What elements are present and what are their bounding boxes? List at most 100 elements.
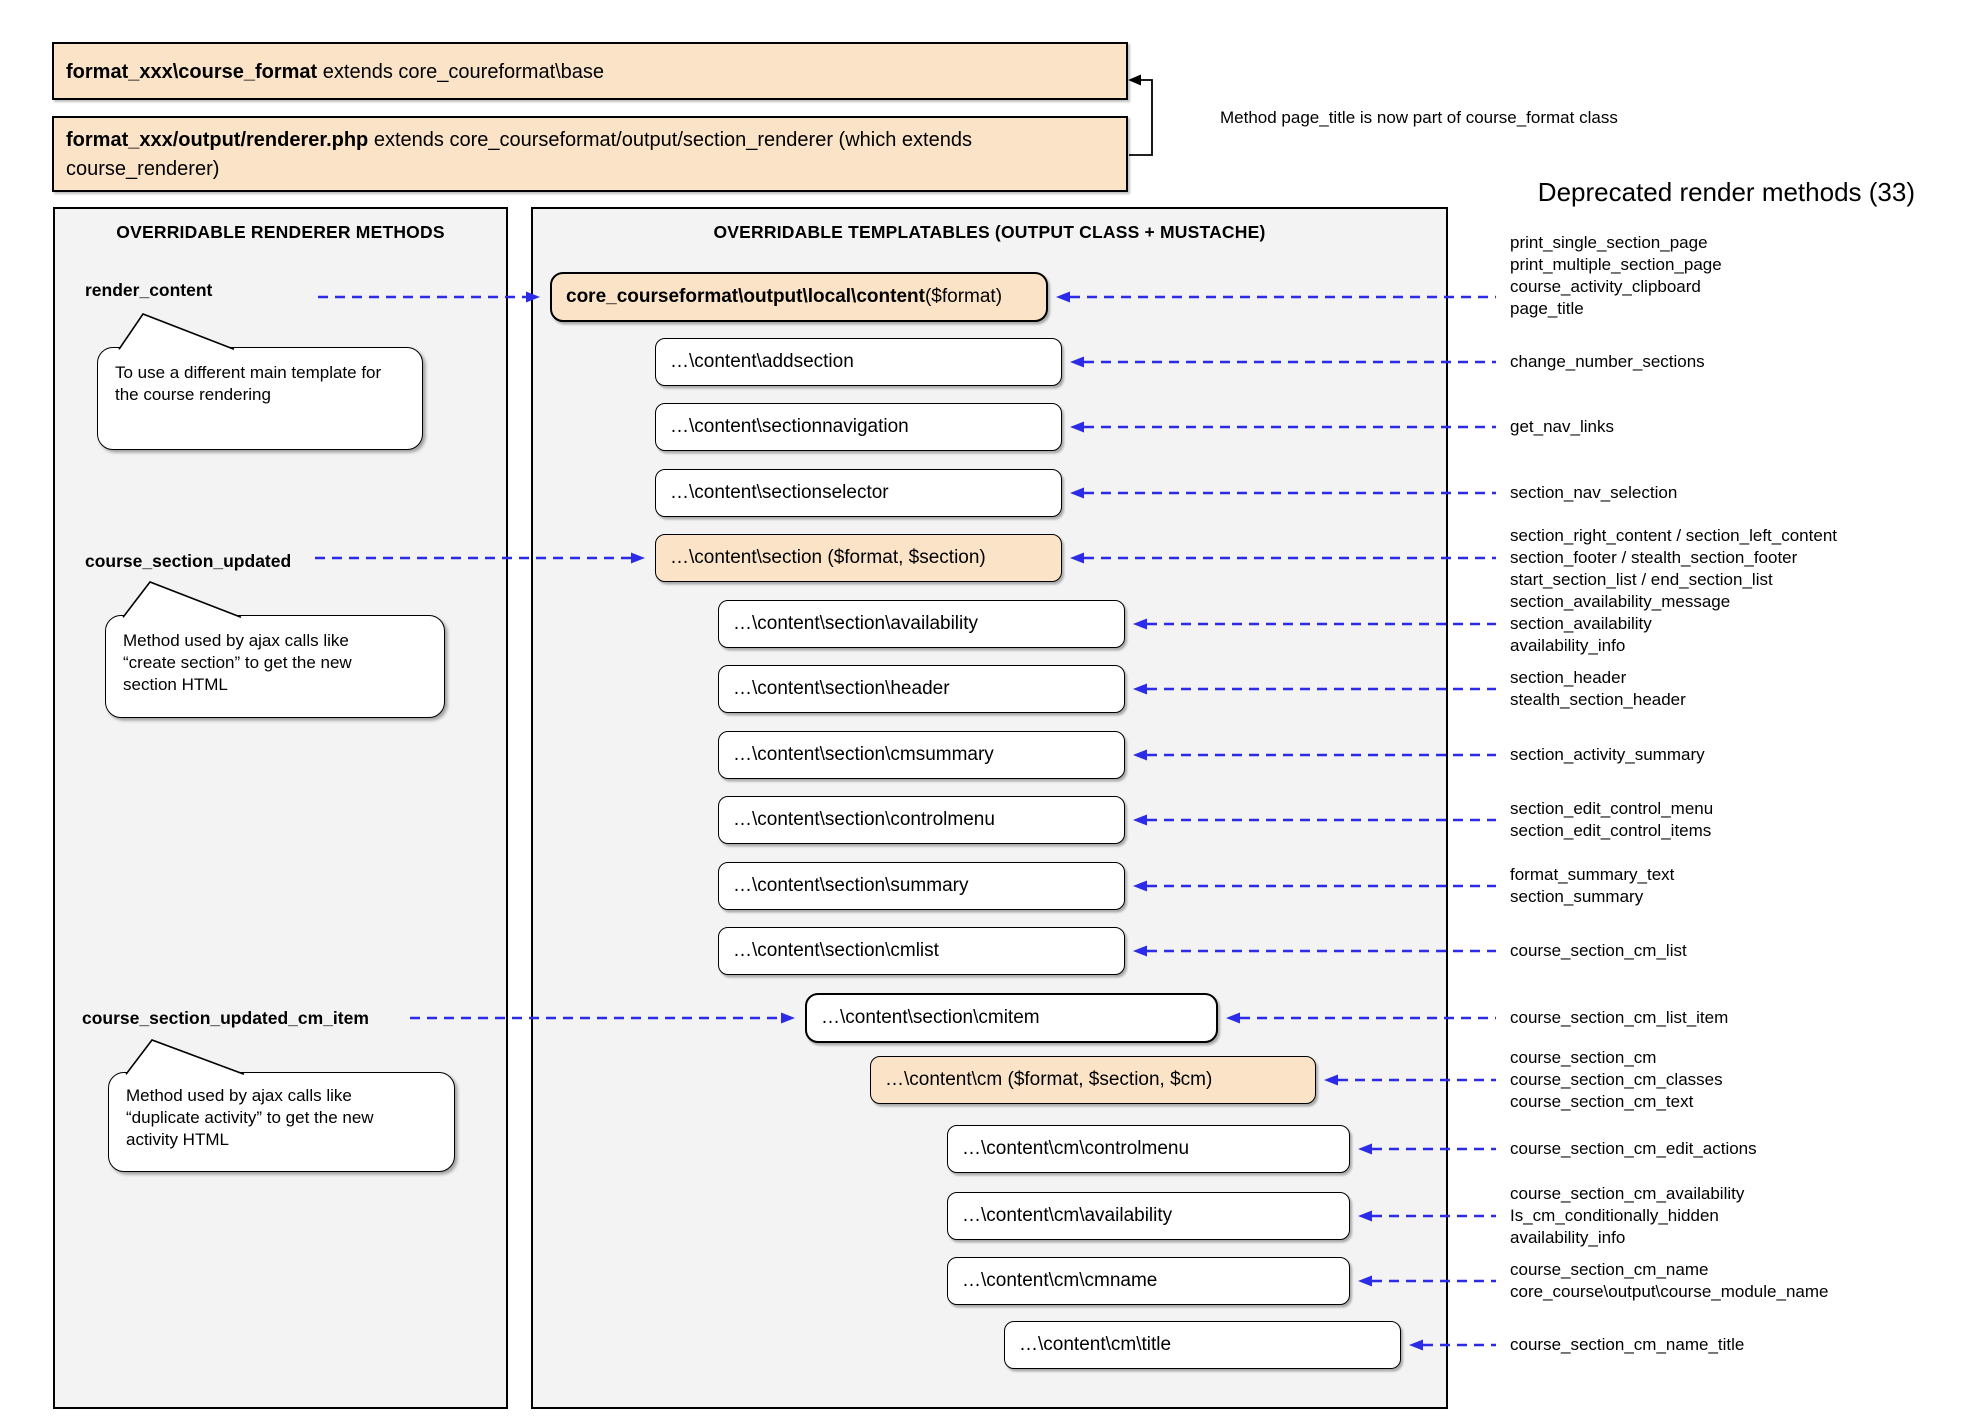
callout-render-content: To use a different main template for the… <box>97 347 423 450</box>
renderer-extends: extends core_courseformat/output/section… <box>66 129 972 180</box>
deprecated-labels-sectionselector: section_nav_selection <box>1510 482 1677 504</box>
templatable-text: …\content\addsection <box>670 351 854 372</box>
deprecated-method-name: section_edit_control_items <box>1510 821 1712 840</box>
deprecated-labels-section-cmlist: course_section_cm_list <box>1510 940 1687 962</box>
deprecated-method-name: print_multiple_section_page <box>1510 255 1722 274</box>
deprecated-labels-section: section_right_content / section_left_con… <box>1510 525 1837 591</box>
templatable-box-section-controlmenu: …\content\section\controlmenu <box>718 796 1125 844</box>
renderer-name: format_xxx/output/renderer.php <box>66 129 369 151</box>
callout-course-section-updated: Method used by ajax calls like “create s… <box>105 615 445 718</box>
templatable-text: ($format) <box>924 286 1003 307</box>
deprecated-labels-content: print_single_section_page print_multiple_… <box>1510 232 1722 320</box>
deprecated-labels-section-summary: format_summary_text section_summary <box>1510 864 1674 908</box>
deprecated-labels-section-header: section_header stealth_section_header <box>1510 667 1686 711</box>
deprecated-labels-section-controlmenu: section_edit_control_menu section_edit_co… <box>1510 798 1713 842</box>
deprecated-labels-sectionnavigation: get_nav_links <box>1510 416 1614 438</box>
callout-line: “create section” to get the new <box>123 653 352 672</box>
deprecated-method-name: course_section_cm_list_item <box>1510 1008 1729 1027</box>
deprecated-method-name: course_activity_clipboard <box>1510 277 1701 296</box>
deprecated-method-name: course_section_cm_availability <box>1510 1184 1745 1203</box>
deprecated-method-name: section_header <box>1510 668 1627 687</box>
callout-line: the course rendering <box>115 385 271 404</box>
templatable-text: …\content\section\availability <box>733 613 979 634</box>
templatable-box-cm-availability: …\content\cm\availability <box>947 1192 1350 1240</box>
deprecated-method-name: page_title <box>1510 299 1584 318</box>
templatable-class-name: core_courseformat\output\local\content <box>566 286 925 307</box>
deprecated-method-name: course_section_cm_edit_actions <box>1510 1139 1757 1158</box>
deprecated-method-name: core_course\output\course_module_name <box>1510 1282 1829 1301</box>
deprecated-method-name: section_summary <box>1510 887 1644 906</box>
templatable-box-cm-cmname: …\content\cm\cmname <box>947 1257 1350 1305</box>
templatable-box-section-summary: …\content\section\summary <box>718 862 1125 910</box>
class-box-renderer: format_xxx/output/renderer.php extends c… <box>52 116 1128 192</box>
deprecated-method-name: Is_cm_conditionally_hidden <box>1510 1206 1719 1225</box>
renderer-methods-header: OVERRIDABLE RENDERER METHODS <box>116 222 445 242</box>
method-course-section-updated: course_section_updated <box>85 551 292 571</box>
deprecated-method-name: section_availability <box>1510 614 1652 633</box>
templatable-box-sectionnavigation: …\content\sectionnavigation <box>655 403 1062 451</box>
templatable-text: …\content\section ($format, $section) <box>670 547 986 568</box>
templatable-box-cm-title: …\content\cm\title <box>1004 1321 1401 1369</box>
templatable-box-section: …\content\section ($format, $section) <box>655 534 1062 582</box>
templatable-box-cm: …\content\cm ($format, $section, $cm) <box>870 1056 1316 1104</box>
deprecated-method-name: availability_info <box>1510 1228 1626 1247</box>
templatable-text: …\content\cm\cmname <box>962 1270 1158 1291</box>
templatable-text: …\content\section\controlmenu <box>733 809 995 830</box>
deprecated-method-name: format_summary_text <box>1510 865 1675 884</box>
callout-line: Method used by ajax calls like <box>126 1086 352 1105</box>
class-extends: extends core_coureformat\base <box>317 61 605 83</box>
templatable-text: …\content\section\cmitem <box>821 1007 1040 1028</box>
callout-line: Method used by ajax calls like <box>123 631 349 650</box>
callout-line: To use a different main template for <box>115 363 382 382</box>
bracket-arrowhead-icon <box>1128 74 1141 86</box>
bracket-connector <box>1129 79 1153 156</box>
deprecated-method-name: get_nav_links <box>1510 417 1614 436</box>
templatable-text: …\content\cm\title <box>1019 1334 1172 1355</box>
templatable-text: …\content\sectionnavigation <box>670 416 909 437</box>
deprecated-labels-cm-cmname: course_section_cm_name core_course\output… <box>1510 1259 1828 1303</box>
callout-line: section HTML <box>123 675 228 694</box>
templatable-box-section-header: …\content\section\header <box>718 665 1125 713</box>
deprecated-method-name: print_single_section_page <box>1510 233 1708 252</box>
deprecated-labels-cm-controlmenu: course_section_cm_edit_actions <box>1510 1138 1757 1160</box>
method-course-section-updated-cm-item: course_section_updated_cm_item <box>82 1008 369 1028</box>
templatable-text: …\content\section\cmlist <box>733 940 939 961</box>
deprecated-method-name: availability_info <box>1510 636 1626 655</box>
deprecated-method-name: course_section_cm_name_title <box>1510 1335 1745 1354</box>
templatable-text: …\content\section\summary <box>733 875 969 896</box>
templatable-text: …\content\sectionselector <box>670 482 889 503</box>
deprecated-labels-section-cmsummary: section_activity_summary <box>1510 744 1705 766</box>
templatable-text: …\content\cm\controlmenu <box>962 1138 1190 1159</box>
templatable-text: …\content\section\header <box>733 678 950 699</box>
deprecated-method-name: change_number_sections <box>1510 352 1705 371</box>
deprecated-method-name: section_footer / stealth_section_footer <box>1510 548 1798 567</box>
class-name: format_xxx\course_format <box>66 61 318 83</box>
deprecated-method-name: course_section_cm <box>1510 1048 1657 1067</box>
deprecated-labels-cm-title: course_section_cm_name_title <box>1510 1334 1744 1356</box>
deprecated-method-name: course_section_cm_text <box>1510 1092 1694 1111</box>
deprecated-method-name: start_section_list / end_section_list <box>1510 570 1773 589</box>
callout-line: activity HTML <box>126 1130 229 1149</box>
deprecated-method-name: course_section_cm_classes <box>1510 1070 1723 1089</box>
templatable-box-sectionselector: …\content\sectionselector <box>655 469 1062 517</box>
templatable-text: …\content\section\cmsummary <box>733 744 994 765</box>
templatable-box-section-cmitem: …\content\section\cmitem <box>805 993 1218 1043</box>
templatable-box-section-cmsummary: …\content\section\cmsummary <box>718 731 1125 779</box>
templatable-text: …\content\cm ($format, $section, $cm) <box>885 1069 1213 1090</box>
deprecated-method-name: section_right_content / section_left_con… <box>1510 526 1837 545</box>
deprecated-labels-cm: course_section_cm course_section_cm_class… <box>1510 1047 1723 1113</box>
deprecated-method-name: section_edit_control_menu <box>1510 799 1714 818</box>
deprecated-render-methods-title: Deprecated render methods (33) <box>1537 177 1915 207</box>
deprecated-method-name: stealth_section_header <box>1510 690 1686 709</box>
templatable-box-content: core_courseformat\output\local\content (… <box>550 272 1048 322</box>
class-box-course-format: format_xxx\course_format extends core_co… <box>52 42 1128 100</box>
templatable-box-addsection: …\content\addsection <box>655 338 1062 386</box>
templatable-text: …\content\cm\availability <box>962 1205 1173 1226</box>
method-render-content: render_content <box>85 280 213 300</box>
page-title-note: Method page_title is now part of course_… <box>1220 108 1618 127</box>
deprecated-labels-addsection: change_number_sections <box>1510 351 1705 373</box>
deprecated-method-name: course_section_cm_list <box>1510 941 1687 960</box>
deprecated-method-name: course_section_cm_name <box>1510 1260 1709 1279</box>
